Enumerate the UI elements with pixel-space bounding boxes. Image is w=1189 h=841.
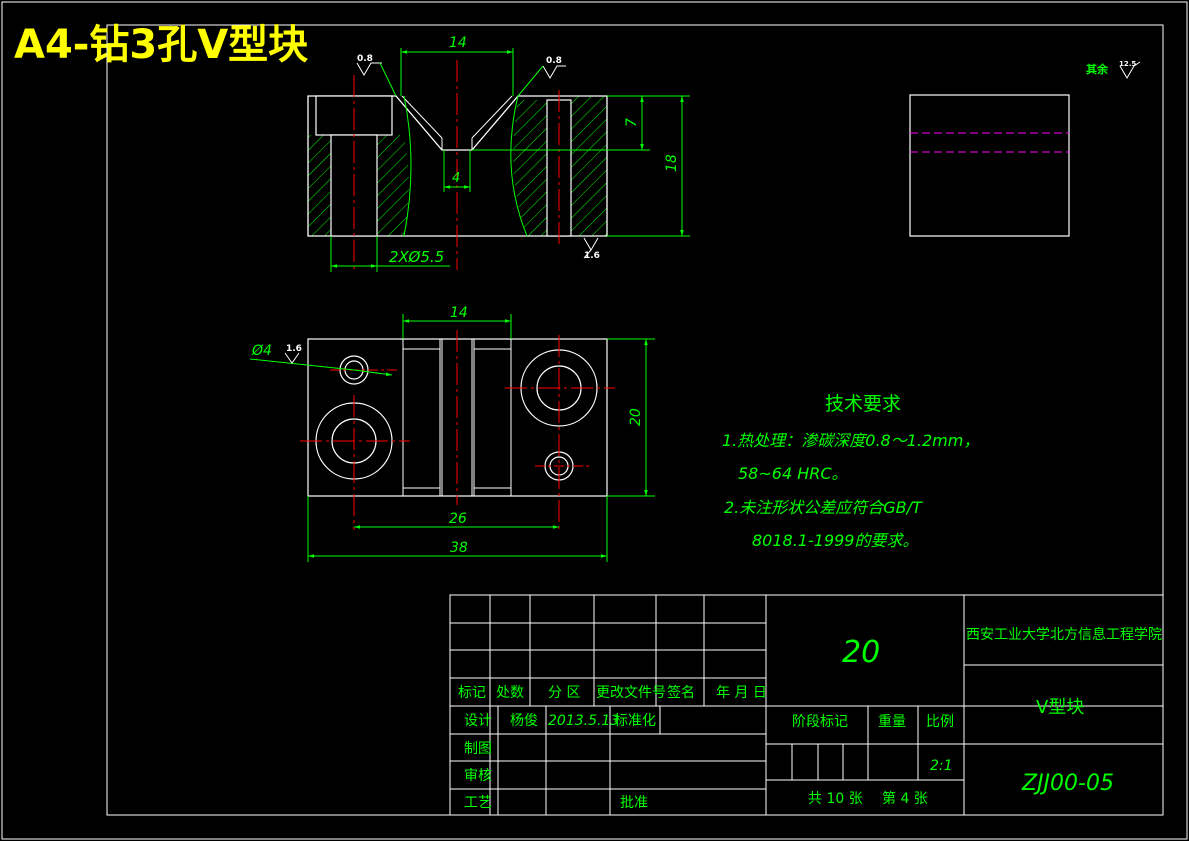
banner-title: A4-钻3孔V型块 bbox=[14, 22, 308, 68]
side-outline bbox=[909, 94, 1070, 237]
roughness-bottom-value: 1.6 bbox=[584, 251, 600, 261]
roughness-symbol bbox=[542, 65, 566, 79]
leader-line bbox=[249, 358, 355, 371]
review-label: 审核 bbox=[464, 768, 492, 784]
break-line-right bbox=[510, 95, 528, 237]
top-dim-total-width: 38 bbox=[450, 540, 468, 556]
header-zone: 分 区 bbox=[548, 685, 580, 701]
roughness-left-value: 0.8 bbox=[357, 54, 373, 64]
tech-line-3: 2.未注形状公差应符合GB/T bbox=[724, 498, 923, 517]
remaining-roughness-value: 12.5 bbox=[1119, 60, 1136, 68]
remaining-roughness-label: 其余 bbox=[1086, 62, 1109, 76]
header-date: 年 月 日 bbox=[716, 685, 767, 701]
leader-line bbox=[379, 62, 397, 97]
top-dim-top: 14 bbox=[450, 305, 468, 321]
header-count: 处数 bbox=[496, 685, 524, 701]
header-signature: 签名 bbox=[667, 684, 695, 701]
draw-label: 制图 bbox=[464, 741, 492, 757]
left-hatched-section bbox=[308, 135, 409, 236]
design-date: 2013.5.13 bbox=[548, 713, 619, 729]
tech-title: 技术要求 bbox=[825, 393, 901, 415]
designer-name: 杨俊 bbox=[510, 713, 538, 729]
top-view: 14 Ø4 1.6 20 26 38 bbox=[249, 305, 655, 562]
tech-line-2: 58~64 HRC。 bbox=[738, 464, 848, 483]
groove-strip bbox=[402, 338, 441, 497]
school-name: 西安工业大学北方信息工程学院 bbox=[966, 626, 1162, 643]
right-hatched-section bbox=[513, 96, 607, 236]
front-dim-slot: 4 bbox=[452, 171, 460, 186]
front-dim-right-upper: 7 bbox=[624, 118, 640, 127]
header-change-doc: 更改文件号 bbox=[596, 685, 666, 701]
sheet-no: 第 4 张 bbox=[882, 790, 928, 807]
v-groove-inner-right bbox=[471, 95, 513, 139]
stage-label: 阶段标记 bbox=[792, 714, 848, 730]
weight-label: 重量 bbox=[878, 714, 906, 730]
process-label: 工艺 bbox=[464, 795, 492, 811]
design-label: 设计 bbox=[464, 713, 492, 729]
title-block-border bbox=[449, 594, 1164, 816]
side-view bbox=[909, 94, 1070, 237]
top-dim-hole: Ø4 bbox=[251, 343, 272, 359]
scale-value: 2:1 bbox=[930, 758, 953, 774]
approve-label: 批准 bbox=[620, 795, 648, 811]
front-dim-right-total: 18 bbox=[664, 154, 680, 172]
front-view: 14 0.8 0.8 7 18 4 2XØ5.5 1.6 bbox=[307, 35, 690, 272]
leader-line bbox=[517, 65, 544, 97]
header-mark: 标记 bbox=[458, 685, 486, 701]
scale-label: 比例 bbox=[926, 714, 954, 730]
drawing-number: ZJJ00-05 bbox=[1021, 771, 1114, 796]
tech-line-4: 8018.1-1999的要求。 bbox=[752, 531, 918, 550]
leader-line bbox=[353, 369, 393, 377]
break-line-left bbox=[403, 95, 412, 237]
tech-line-1: 1.热处理：渗碳深度0.8～1.2mm， bbox=[722, 431, 979, 450]
title-block bbox=[449, 594, 1164, 816]
sheets-total: 共 10 张 bbox=[808, 791, 863, 807]
roughness-right-value: 0.8 bbox=[546, 56, 562, 66]
roughness-symbol bbox=[583, 237, 599, 251]
title-block-text: 标记 处数 分 区 更改文件号 签名 年 月 日 设计 杨俊 2013.5.13… bbox=[458, 626, 1162, 811]
front-dim-holes: 2XØ5.5 bbox=[389, 248, 444, 266]
groove-strip bbox=[473, 338, 512, 497]
part-name: V型块 bbox=[1036, 697, 1084, 718]
roughness-hole-value: 1.6 bbox=[286, 344, 302, 354]
top-dim-right: 20 bbox=[628, 408, 644, 426]
tech-requirements: 技术要求 1.热处理：渗碳深度0.8～1.2mm， 58~64 HRC。 2.未… bbox=[722, 393, 979, 550]
top-dim-center-span: 26 bbox=[449, 511, 467, 527]
roughness-symbol bbox=[356, 62, 382, 76]
roughness-symbol bbox=[284, 352, 300, 364]
front-dim-top: 14 bbox=[449, 35, 467, 51]
leader-line bbox=[583, 249, 592, 259]
v-groove-inner-left bbox=[401, 95, 443, 139]
standardize-label: 标准化 bbox=[614, 713, 656, 729]
roughness-symbol bbox=[1119, 61, 1141, 79]
material-value: 20 bbox=[842, 635, 880, 670]
